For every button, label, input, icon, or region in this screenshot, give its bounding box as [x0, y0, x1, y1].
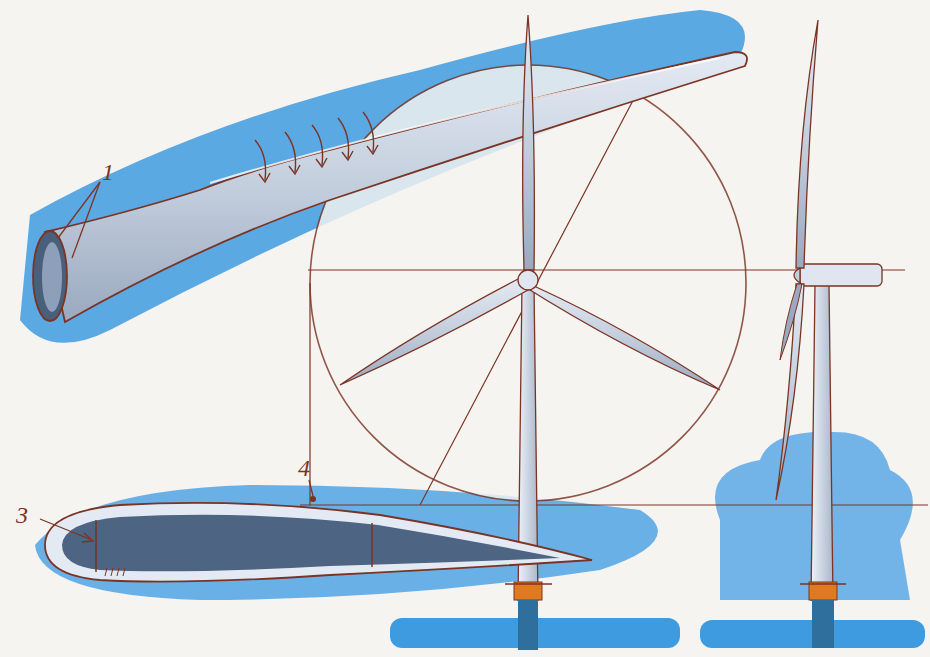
callout-number: 4: [298, 456, 310, 480]
callout-number: 1: [102, 160, 114, 184]
callout-number: 3: [16, 503, 28, 527]
